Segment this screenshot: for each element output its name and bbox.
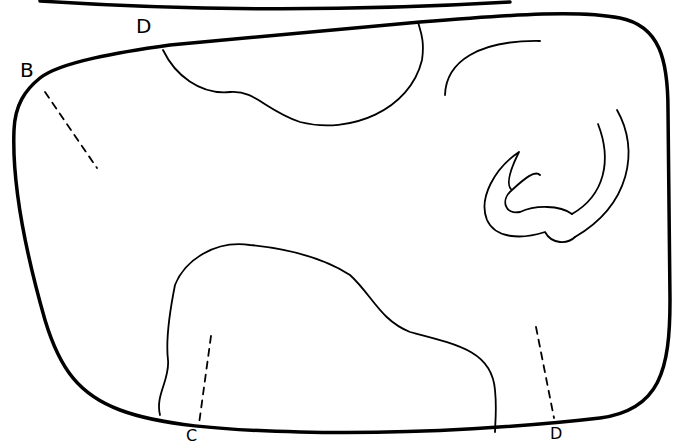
upper-outline (40, 1, 510, 9)
inner-curve (445, 41, 540, 95)
section-line (45, 92, 97, 168)
inner-boundary (159, 244, 496, 432)
claw-shape (485, 152, 575, 242)
region-outline (14, 14, 670, 433)
point-label: B (20, 60, 34, 80)
section-line (199, 336, 211, 424)
point-label: D (136, 16, 151, 36)
inner-boundary (163, 22, 423, 125)
point-label: D (550, 426, 562, 442)
inner-curve (572, 124, 605, 214)
inner-curve (575, 110, 629, 237)
section-line (536, 327, 554, 418)
point-label: C (186, 428, 197, 444)
